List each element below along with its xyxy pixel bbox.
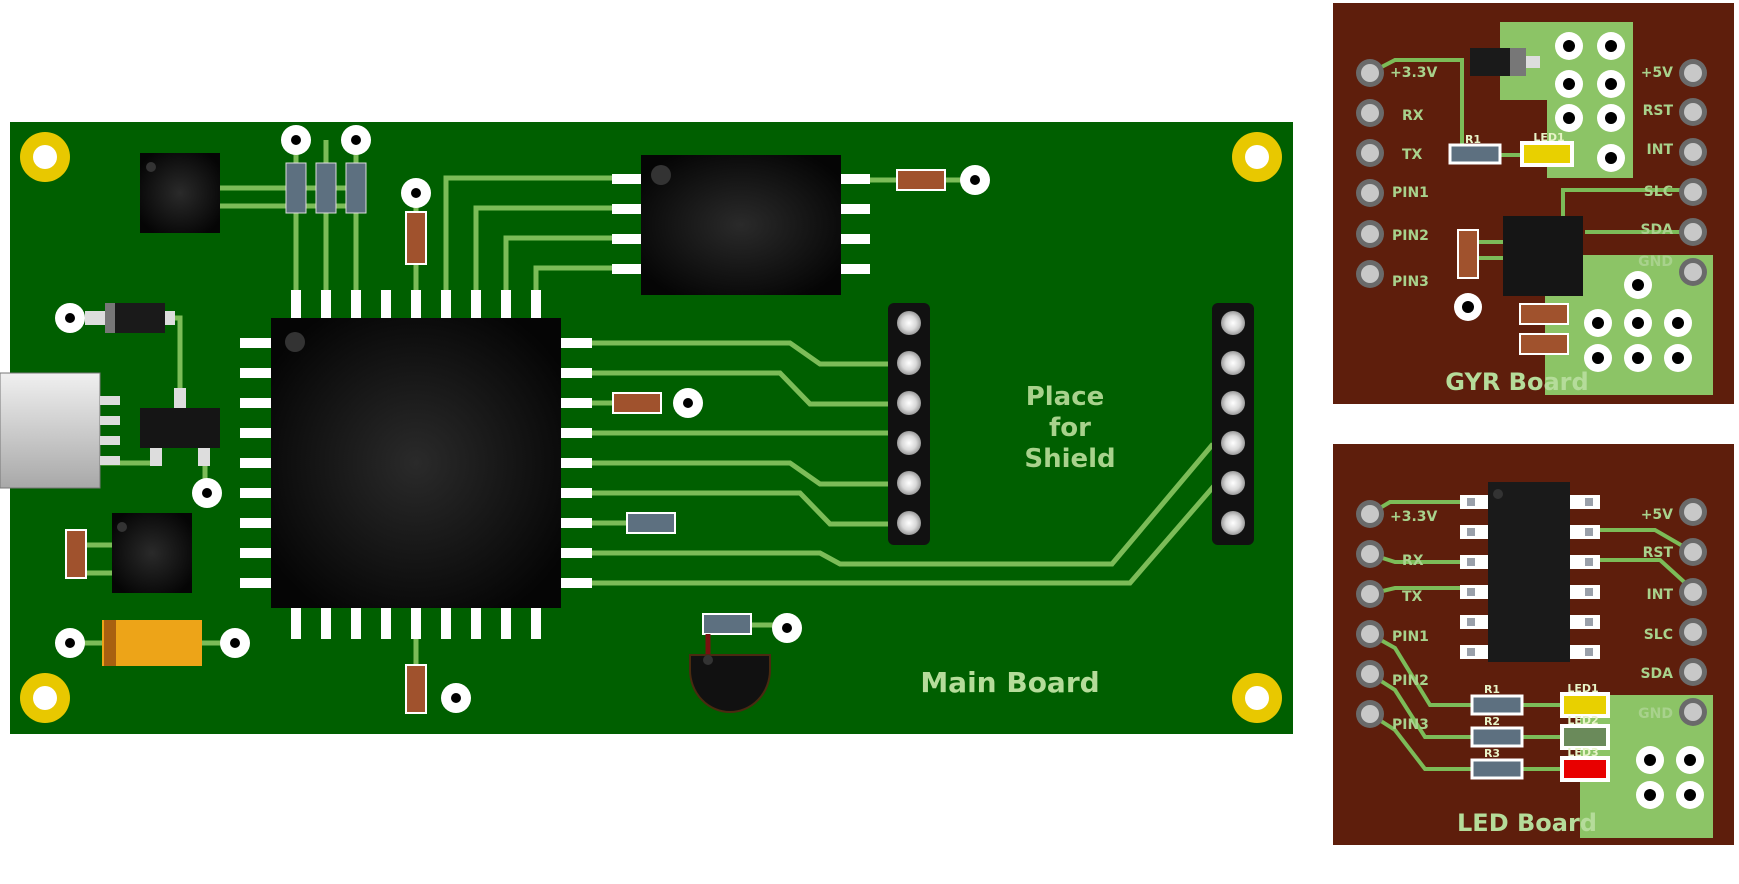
through-hole-pad [1454,293,1482,321]
mcu-chip [271,318,561,608]
led-board-resistor-label: R2 [1484,715,1500,728]
gyr-pin-label: RST [1643,103,1674,119]
gyr-pin-label: +5V [1641,65,1673,81]
mounting-hole [20,673,70,723]
gyr-pin-label: PIN1 [1392,185,1429,201]
led-board-pin-label: +3.3V [1390,509,1438,525]
led-board-pin-label: +5V [1641,507,1673,523]
led-board-pin-label: RST [1643,545,1674,561]
led-board-pin-label: RX [1402,553,1424,569]
gyr-pin-label: SLC [1644,184,1673,200]
resistor [896,169,946,191]
gyr-sensor-chip [1503,216,1583,296]
resistor [405,664,427,714]
tantalum-capacitor [102,620,202,666]
led-board-pin-label: SLC [1644,627,1673,643]
gyr-led1 [1520,141,1574,167]
led-board-header [1636,746,1704,809]
resistor [1519,303,1569,355]
through-hole-pad [772,613,802,643]
led-board-leds [1560,692,1610,782]
usb-connector [0,372,120,489]
led-board-resistor-label: R1 [1484,683,1500,696]
eeprom-chip [641,155,841,295]
shield-label-line1: Place [1026,382,1105,412]
mounting-hole [1232,132,1282,182]
eeprom-pins [612,174,870,274]
resistor [626,512,676,534]
led-board-led-label: LED1 [1567,682,1598,695]
mounting-hole [1232,673,1282,723]
led-board-resistor-label: R3 [1484,747,1500,760]
small-chip [140,153,220,233]
through-hole-pad [960,165,990,195]
led-driver-inner-pins [1467,498,1593,656]
led-board-pin-label: TX [1402,589,1423,605]
resistor [702,613,752,635]
mcu-pins [240,290,592,639]
gyr-pin-label: RX [1402,108,1424,124]
through-hole-pad [55,628,250,658]
resistor [1457,229,1479,279]
diode [1470,48,1540,76]
led-board-pin-label: PIN1 [1392,629,1429,645]
gyr-pin-label: PIN3 [1392,274,1429,290]
gyr-pin-label: PIN2 [1392,228,1429,244]
gyr-pin-label: +3.3V [1390,65,1438,81]
led-board-resistors [1470,694,1524,780]
led-board-pin-label: PIN2 [1392,673,1429,689]
resistor [612,392,662,414]
mounting-hole [20,132,70,182]
header-right [1212,303,1254,545]
led-board-pin-label: INT [1647,587,1674,603]
led-board-title: LED Board [1457,809,1597,837]
gyr-pin-label: TX [1402,147,1423,163]
gyr-r1-label: R1 [1465,133,1481,146]
resistor [65,529,87,579]
main-board: Place for Shield [0,122,1293,734]
shield-label-line2: for [1049,413,1091,443]
led-board-pin-label: SDA [1640,666,1673,682]
gyr-led1-label: LED1 [1533,131,1564,144]
small-chip [112,513,192,593]
shield-label-line3: Shield [1024,444,1115,474]
gyr-header-bottom [1584,271,1692,372]
through-hole-pad [281,125,431,208]
through-hole-pad [441,683,471,713]
gyr-pin-label: INT [1647,142,1674,158]
diode [85,303,175,333]
led-board-led-label: LED2 [1567,714,1598,727]
gyr-board-title: GYR Board [1445,368,1588,396]
resistor [405,211,427,265]
through-hole-pad [192,478,222,508]
gyr-edge-pins [1356,59,1707,288]
through-hole-pad [55,303,85,333]
led-driver-chip [1488,482,1570,662]
gyr-board: R1 LED1 [1333,3,1734,404]
gyr-resistor-r1 [1448,143,1502,165]
main-board-title: Main Board [920,666,1099,699]
led-board-pin-label: PIN3 [1392,717,1429,733]
voltage-regulator [140,388,220,466]
gyr-pin-label: GND [1638,254,1673,270]
transistor [689,654,771,713]
resistor-array [285,162,367,214]
led-board-edge-pins [1356,498,1707,728]
led-board-led-label: LED3 [1567,746,1598,759]
gyr-header-top [1555,32,1625,172]
header-left [888,303,930,545]
through-hole-pad [673,388,703,418]
gyr-pin-label: SDA [1640,222,1673,238]
led-board: R1 R2 R3 LED1 LED2 LED3 [1333,444,1734,845]
led-board-pin-label: GND [1638,706,1673,722]
